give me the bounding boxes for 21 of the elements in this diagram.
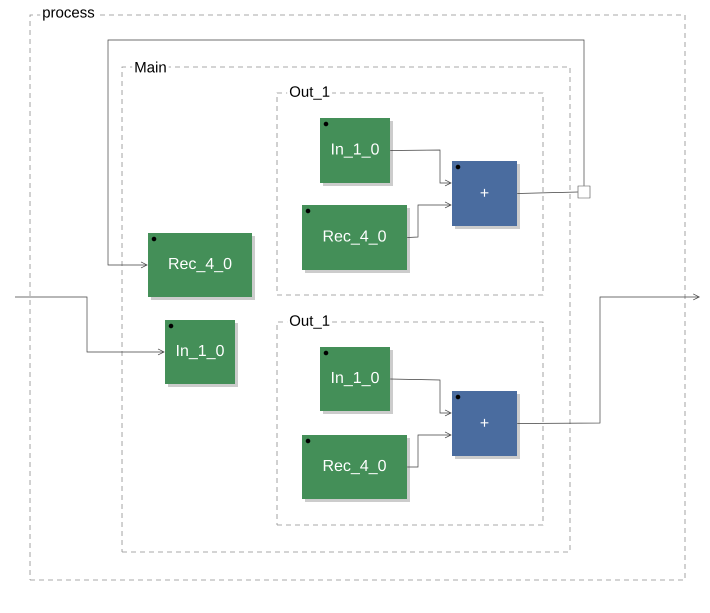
connector	[390, 378, 452, 416]
connector	[108, 40, 584, 268]
group-label: Out_1	[287, 84, 332, 102]
block: Rec_4_0	[302, 435, 410, 502]
port-square	[578, 186, 590, 198]
connector	[406, 202, 452, 238]
group-label: process	[40, 7, 97, 23]
connector	[390, 150, 452, 186]
group-label: Out_1	[287, 313, 332, 331]
connector	[516, 294, 700, 424]
sum-block: +	[452, 161, 520, 229]
block: In_1_0	[320, 118, 393, 186]
block: In_1_0	[320, 347, 393, 414]
group-label: Main	[132, 60, 169, 74]
block: Rec_4_0	[302, 205, 410, 273]
connector	[406, 432, 452, 468]
connector	[516, 192, 578, 194]
block: In_1_0	[165, 320, 238, 387]
connector	[14, 296, 165, 356]
sum-block: +	[452, 391, 520, 459]
block: Rec_4_0	[148, 233, 255, 300]
